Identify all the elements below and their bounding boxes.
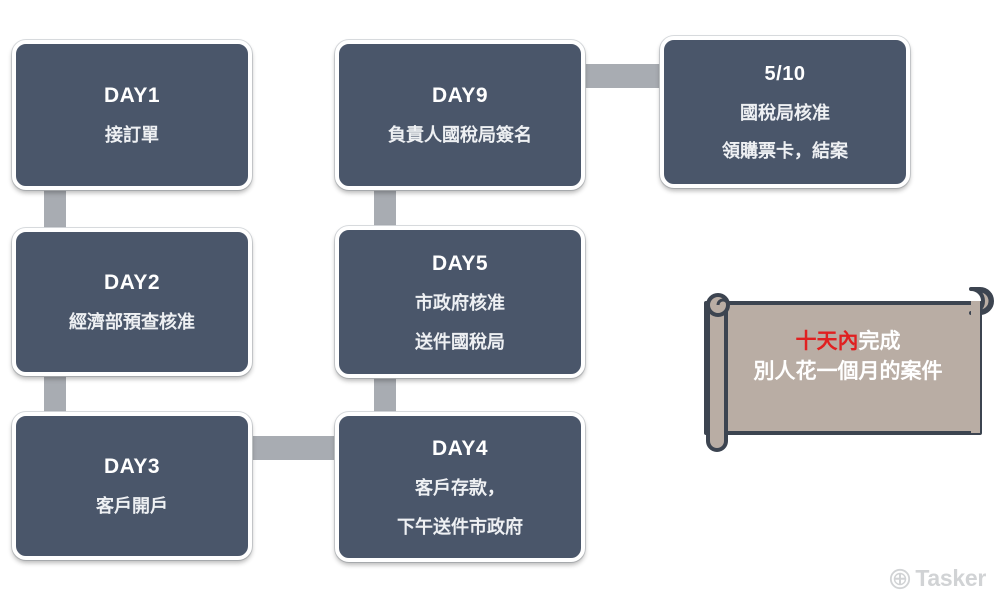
flow-node-final[interactable]: 5/10 國稅局核准 領購票卡，結案 (660, 36, 910, 188)
flow-node-day2-title: DAY2 (103, 271, 161, 295)
flow-node-day2[interactable]: DAY2 經濟部預查核准 (12, 228, 252, 376)
tasker-emblem-icon (890, 568, 911, 589)
tasker-watermark-text: Tasker (915, 565, 986, 591)
flow-node-final-line2: 領購票卡，結案 (722, 141, 848, 161)
flow-node-day5[interactable]: DAY5 市政府核准 送件國稅局 (335, 226, 585, 378)
flow-node-day5-line1: 市政府核准 (415, 293, 505, 314)
flow-node-day4-title: DAY4 (431, 436, 489, 460)
scroll-banner: 十天內完成 別人花一個月的案件 (688, 283, 998, 455)
flow-node-day2-line1: 經濟部預查核准 (69, 312, 195, 333)
flow-node-final-line1: 國稅局核准 (740, 102, 830, 123)
connector-day3-day4 (246, 436, 341, 460)
flow-node-final-title: 5/10 (764, 62, 806, 85)
flow-node-day9[interactable]: DAY9 負責人國稅局簽名 (335, 40, 585, 190)
flow-node-day1-line1: 接訂單 (105, 125, 159, 146)
connector-day2-day3 (44, 372, 66, 416)
flow-node-day1-title: DAY1 (103, 84, 161, 108)
flow-node-day9-line1: 負責人國稅局簽名 (388, 125, 532, 146)
connector-day5-day9 (374, 186, 396, 230)
flow-node-day3[interactable]: DAY3 客戶開戶 (12, 412, 252, 560)
flow-node-day3-line1: 客戶開戶 (96, 496, 168, 517)
tasker-watermark: Tasker (889, 565, 986, 592)
flow-node-day4-line1: 客戶存款， (415, 478, 505, 499)
scroll-shape-icon (704, 287, 994, 452)
connector-day9-final (578, 64, 668, 88)
flow-node-day5-title: DAY5 (431, 251, 489, 275)
connector-day1-day2 (44, 186, 66, 232)
flow-node-day1[interactable]: DAY1 接訂單 (12, 40, 252, 190)
flow-node-day3-title: DAY3 (103, 455, 161, 479)
flow-node-day4[interactable]: DAY4 客戶存款， 下午送件市政府 (335, 412, 585, 562)
connector-day4-day5 (374, 374, 396, 416)
flow-node-day4-line2: 下午送件市政府 (397, 516, 523, 537)
flow-node-day5-line2: 送件國稅局 (415, 331, 505, 352)
flow-node-day9-title: DAY9 (431, 84, 489, 108)
